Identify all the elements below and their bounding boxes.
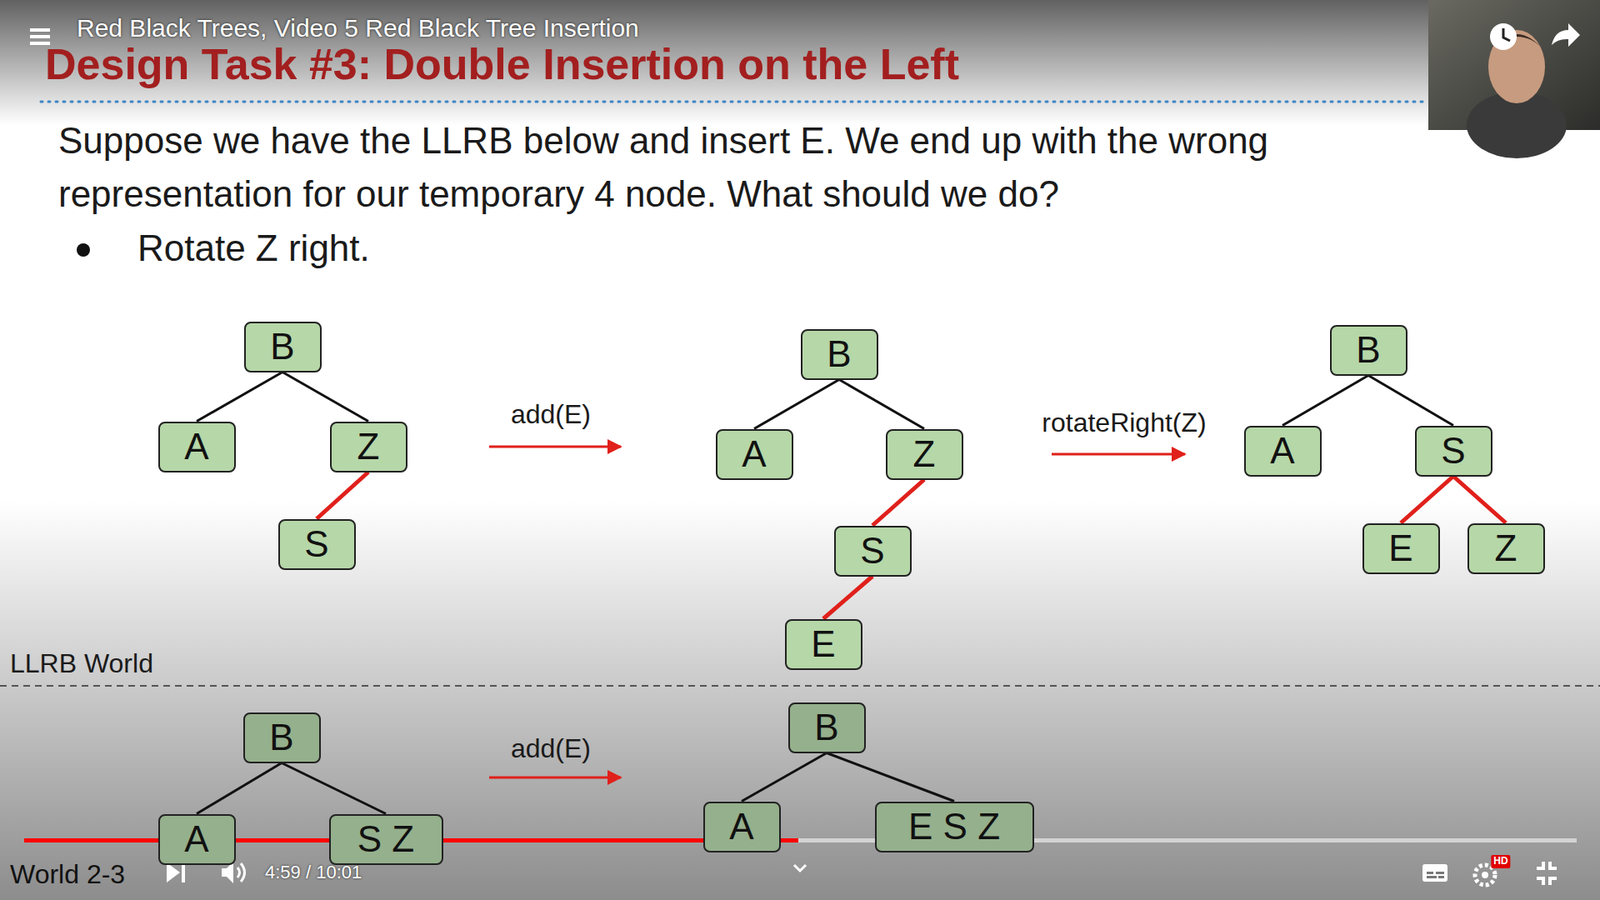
bullet-dot xyxy=(76,243,90,257)
node-key: Z xyxy=(1495,530,1518,567)
world-label: World 2-3 xyxy=(10,859,125,890)
clock-icon xyxy=(1490,23,1517,50)
dotted-rule xyxy=(40,100,1424,104)
hd-badge: HD xyxy=(1490,855,1510,869)
tree-link xyxy=(754,380,840,430)
tree-node: B xyxy=(788,702,866,754)
tree-node: Z xyxy=(1467,523,1545,575)
tree-link xyxy=(826,753,955,802)
node-key: Z xyxy=(913,435,936,473)
tree-link xyxy=(872,480,925,526)
node-key: S xyxy=(304,525,329,563)
node-key: S Z xyxy=(357,820,415,858)
tree-link xyxy=(281,763,386,815)
tree-link xyxy=(282,372,369,422)
tree-node: A xyxy=(158,814,236,865)
node-key: A xyxy=(184,428,209,465)
webcam-thumbnail xyxy=(1428,0,1600,159)
chevron-icon xyxy=(794,865,806,871)
node-key: A xyxy=(184,820,209,858)
tree-link xyxy=(839,380,925,430)
progress-track xyxy=(24,838,1577,843)
world-label: LLRB World xyxy=(10,648,154,680)
tree-link xyxy=(1368,375,1454,426)
video-title: Red Black Trees, Video 5 Red Black Tree … xyxy=(76,14,640,44)
step-label: rotateRight(Z) xyxy=(1041,407,1206,439)
tree-node: B xyxy=(800,329,879,380)
tree-node: E xyxy=(1362,523,1440,575)
tree-node: Z xyxy=(330,421,408,473)
node-key: Z xyxy=(357,428,380,465)
tree-node: B xyxy=(1330,325,1408,376)
node-key: B xyxy=(1355,331,1380,369)
tree-node: A xyxy=(158,421,236,473)
share-icon xyxy=(1551,23,1580,47)
volume-icon xyxy=(221,861,245,884)
subtitles-icon xyxy=(1422,864,1448,882)
tree-link xyxy=(316,472,369,520)
step-arrow xyxy=(489,776,621,780)
tree-link xyxy=(823,576,873,620)
tree-node: S Z xyxy=(329,814,444,865)
step-label: add(E) xyxy=(510,733,591,765)
tree-node: S xyxy=(278,519,356,570)
world-divider xyxy=(0,685,1600,687)
node-key: S xyxy=(1440,432,1465,470)
node-key: B xyxy=(814,709,839,746)
tree-node: A xyxy=(703,801,781,853)
node-key: E xyxy=(1388,530,1413,567)
node-key: A xyxy=(729,808,754,845)
node-key: B xyxy=(826,335,851,373)
tree-node: E xyxy=(785,619,863,670)
node-key: E xyxy=(810,625,835,663)
step-label: add(E) xyxy=(510,399,591,430)
tree-node: A xyxy=(715,429,794,480)
tree-link xyxy=(196,763,282,815)
node-key: E S Z xyxy=(908,808,1000,845)
node-key: S xyxy=(860,532,885,570)
tree-link xyxy=(196,372,283,422)
video-bottom-shade xyxy=(0,500,1600,900)
step-arrow xyxy=(1051,453,1185,456)
node-key: B xyxy=(269,719,294,756)
tree-link xyxy=(1282,375,1369,426)
next-button xyxy=(166,862,185,883)
node-key: A xyxy=(741,435,766,473)
tree-node: Z xyxy=(885,429,964,480)
tree-node: S xyxy=(834,525,912,577)
time-display: 4:59 / 10:01 xyxy=(265,861,362,883)
node-key: A xyxy=(1270,432,1295,470)
tree-node: B xyxy=(244,321,322,373)
tree-link xyxy=(1453,476,1506,524)
video-top-shade xyxy=(0,0,1600,125)
question-text: Suppose we have the LLRB below and inser… xyxy=(58,114,1442,221)
tree-link xyxy=(1400,476,1454,524)
step-arrow xyxy=(489,445,621,449)
tree-node: B xyxy=(243,712,321,764)
fullscreen-icon xyxy=(1536,861,1557,885)
tree-node: A xyxy=(1244,425,1322,477)
tree-node: S xyxy=(1415,425,1493,477)
tree-node: E S Z xyxy=(875,801,1035,853)
answer-bullet: Rotate Z right. xyxy=(137,227,370,270)
node-key: B xyxy=(270,328,295,365)
slide-title: Design Task #3: Double Insertion on the … xyxy=(45,40,960,90)
tree-link xyxy=(741,753,827,802)
